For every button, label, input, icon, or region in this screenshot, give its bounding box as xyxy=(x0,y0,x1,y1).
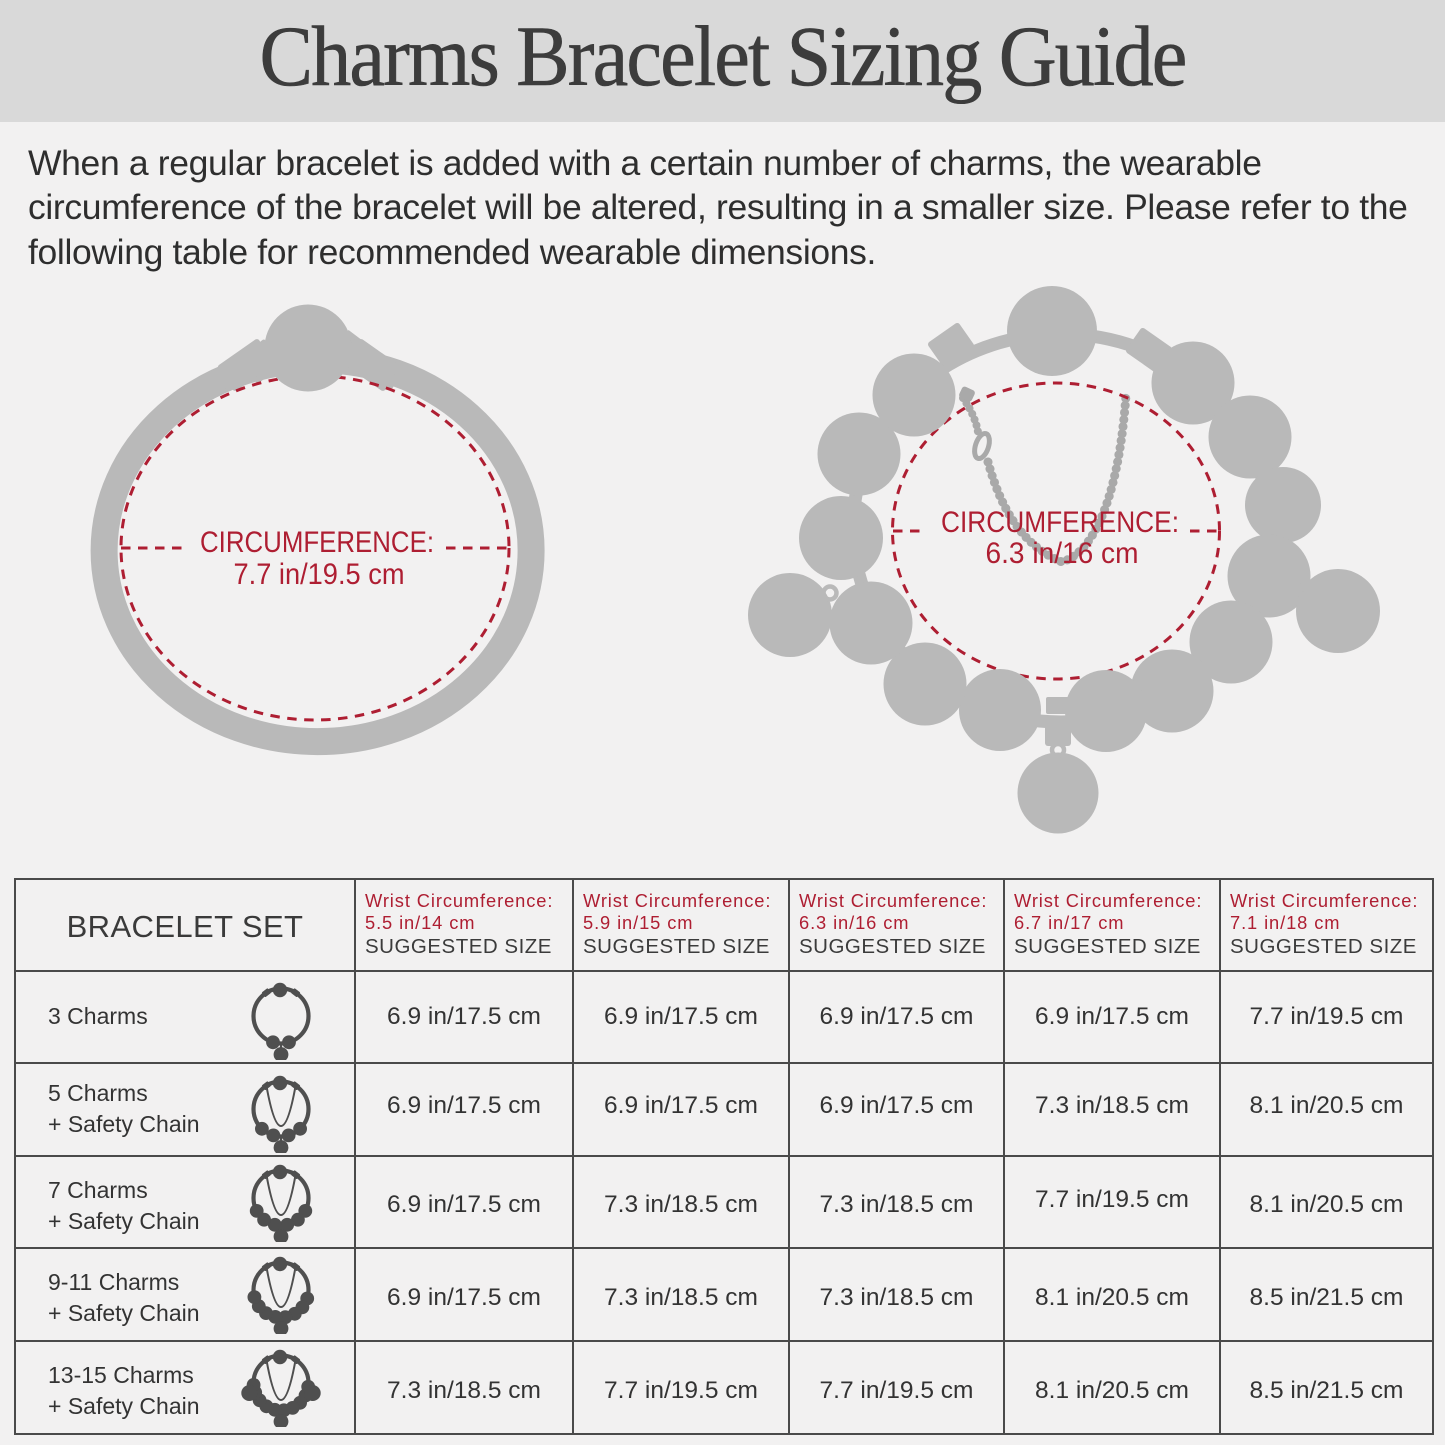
svg-text:7.7 in/19.5 cm: 7.7 in/19.5 cm xyxy=(234,558,405,591)
svg-text:CIRCUMFERENCE:: CIRCUMFERENCE: xyxy=(941,506,1179,539)
svg-text:6.3 in/16 cm: 6.3 in/16 cm xyxy=(986,537,1139,570)
svg-text:CIRCUMFERENCE:: CIRCUMFERENCE: xyxy=(200,526,434,559)
